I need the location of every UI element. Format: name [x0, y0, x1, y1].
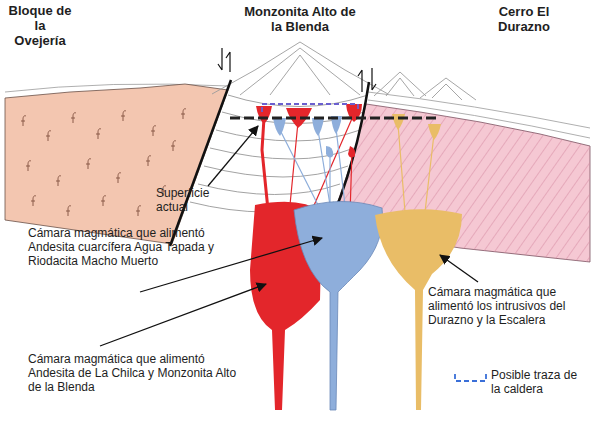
caldera-trace [262, 104, 358, 112]
volcano-outline [212, 42, 476, 100]
block-title: Monzonita Alto de la Blenda [244, 4, 356, 34]
chamber-note: Cámara magmática que alimentó Andesita d… [28, 352, 250, 394]
block-title: Bloque de la Ovejería [8, 3, 72, 48]
surface-label: Superficie actual [156, 186, 226, 214]
ovejeria-block [5, 84, 228, 244]
legend-line-sample [455, 374, 486, 381]
legend-text: Posible traza de la caldera [491, 368, 587, 396]
chamber-note: Cámara magmática que alimentó los intrus… [428, 285, 590, 327]
intrusion [256, 104, 441, 158]
chamber-note: Cámara magmática que alimentó Andesita c… [28, 226, 250, 268]
feeder-dyke [262, 114, 434, 215]
present-surface [230, 117, 440, 120]
block-title: Cerro El Durazno [482, 4, 566, 34]
fault-motion-arrow [218, 48, 376, 92]
